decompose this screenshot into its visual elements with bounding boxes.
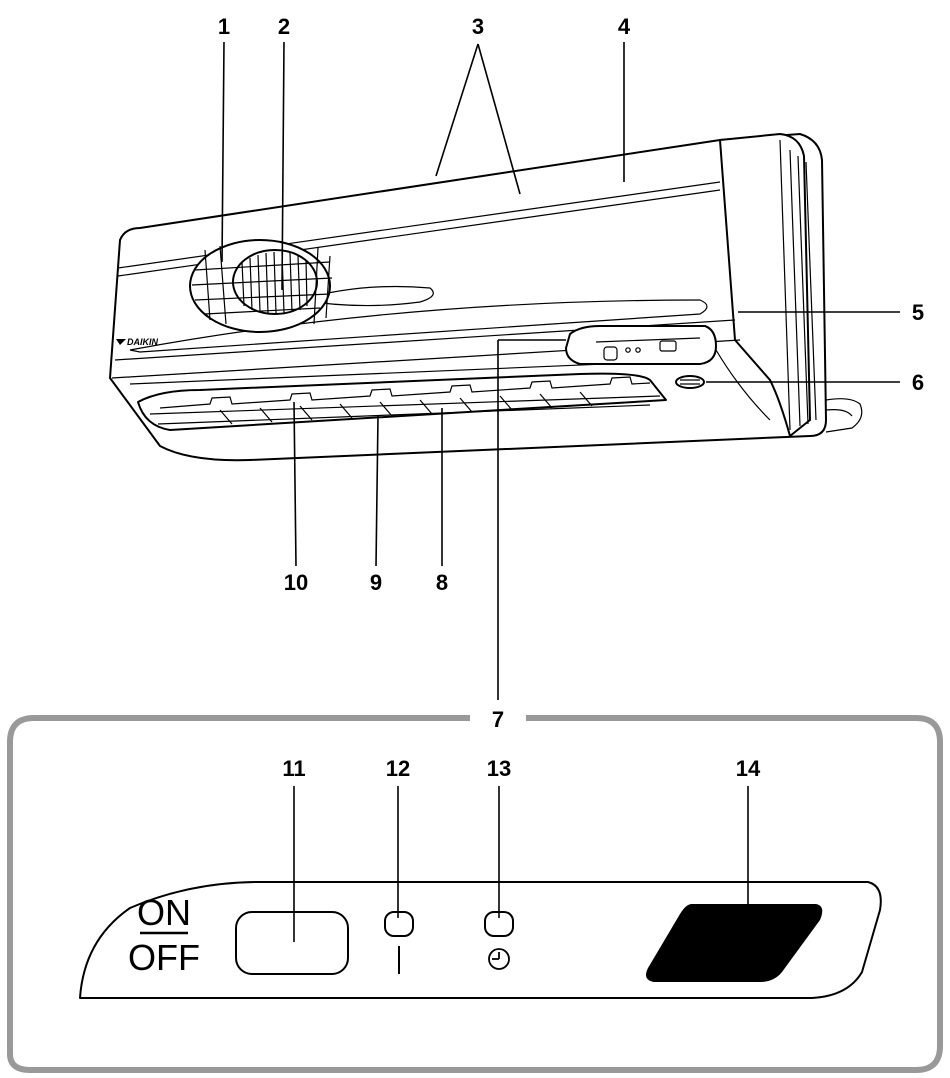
brand-logo-text: DAIKIN	[127, 337, 158, 347]
callout-11: 11	[282, 756, 305, 781]
air-outlet	[137, 372, 667, 431]
callout-2: 2	[278, 14, 290, 39]
on-off-switch-group: ON OFF	[128, 892, 349, 978]
horizontal-louver	[159, 376, 651, 409]
indoor-display-panel	[565, 325, 717, 365]
callout-leaders	[221, 41, 900, 700]
callout-3: 3	[472, 14, 484, 39]
callout-14: 14	[736, 756, 761, 781]
callout-9: 9	[370, 570, 382, 595]
callout-1: 1	[218, 14, 230, 39]
callout-7: 7	[492, 707, 504, 732]
room-temperature-sensor	[675, 375, 705, 389]
on-off-button[interactable]	[235, 911, 349, 975]
indoor-unit: DAIKIN	[109, 133, 863, 462]
callout-8: 8	[436, 570, 448, 595]
brand-logo: DAIKIN	[116, 337, 158, 347]
on-label: ON	[137, 892, 191, 933]
vertical-vanes	[219, 391, 593, 425]
operation-lamp	[384, 911, 414, 937]
callout-13: 13	[487, 756, 511, 781]
air-intake-grille	[189, 239, 333, 333]
signal-receiver	[646, 904, 823, 982]
detail-frame: 7	[7, 707, 943, 1073]
enlarged-control-panel: ON OFF 11 12 13 14	[79, 756, 882, 999]
callout-10: 10	[284, 570, 308, 595]
clock-icon	[488, 948, 510, 970]
callout-4: 4	[618, 14, 631, 39]
callout-5: 5	[912, 300, 924, 325]
operation-lamp-group	[384, 911, 414, 974]
callout-12: 12	[386, 756, 410, 781]
callout-6: 6	[912, 370, 924, 395]
off-label: OFF	[128, 937, 200, 978]
timer-lamp-group	[484, 911, 514, 970]
callout-numbers: 1 2 3 4 5 6 10 9 8	[218, 14, 924, 595]
